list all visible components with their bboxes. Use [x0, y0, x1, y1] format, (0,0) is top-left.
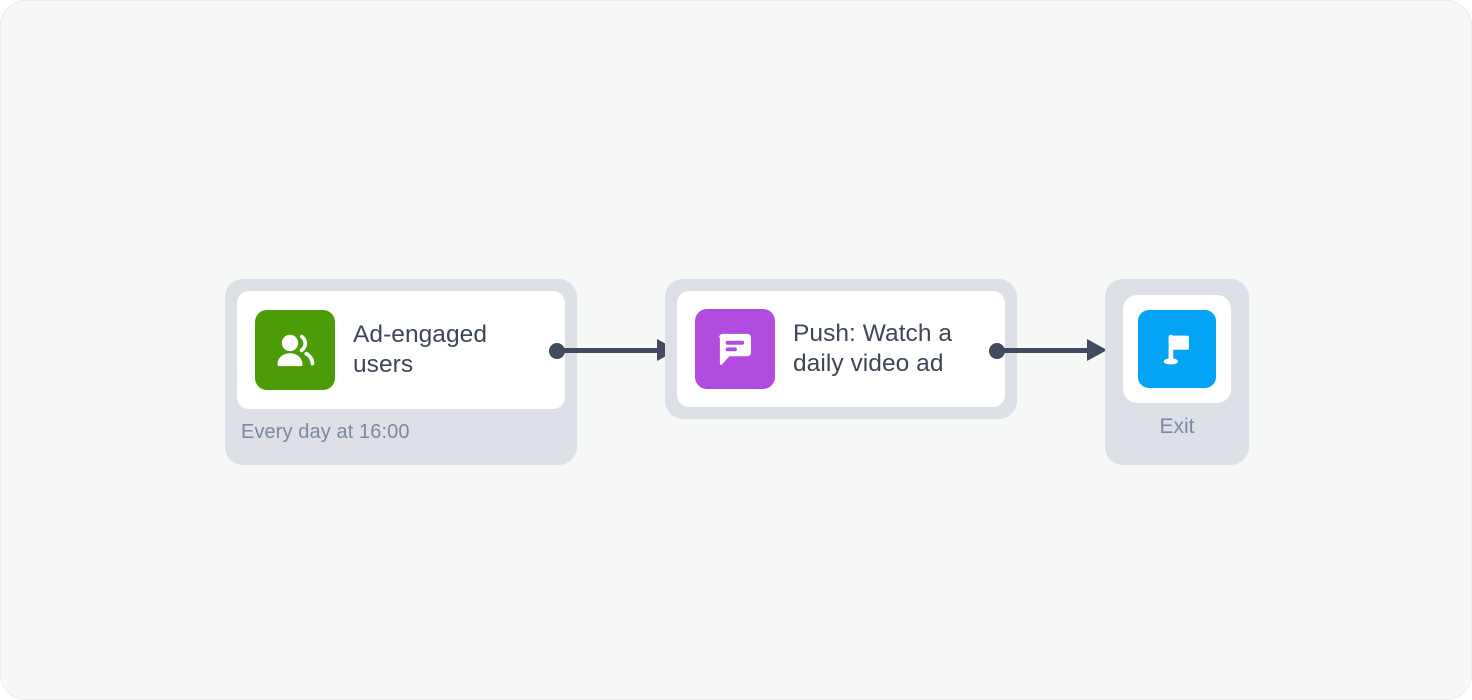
connector-line — [1001, 348, 1089, 353]
trigger-node-title: Ad-engaged users — [353, 321, 488, 378]
flow-node-push-message[interactable]: Push: Watch a daily video ad — [665, 279, 1017, 419]
speech-bubble-icon — [695, 309, 775, 389]
exit-node-label: Exit — [1159, 415, 1195, 438]
connector-source-dot-icon — [989, 343, 1005, 359]
trigger-node-schedule: Every day at 16:00 — [241, 421, 410, 443]
exit-node-card[interactable] — [1123, 295, 1231, 403]
connector-trigger-to-message[interactable] — [549, 336, 677, 366]
audience-people-icon — [255, 310, 335, 390]
connector-source-dot-icon — [549, 343, 565, 359]
flow-node-exit[interactable]: Exit — [1105, 279, 1249, 465]
flag-icon — [1138, 310, 1216, 388]
connector-line — [561, 348, 659, 353]
connector-message-to-exit[interactable] — [989, 336, 1107, 366]
flow-node-trigger[interactable]: Ad-engaged users Every day at 16:00 — [225, 279, 577, 465]
connector-arrowhead-icon — [1087, 339, 1107, 361]
message-node-title: Push: Watch a daily video ad — [793, 320, 953, 377]
message-node-card[interactable]: Push: Watch a daily video ad — [677, 291, 1005, 407]
trigger-node-card[interactable]: Ad-engaged users — [237, 291, 565, 409]
